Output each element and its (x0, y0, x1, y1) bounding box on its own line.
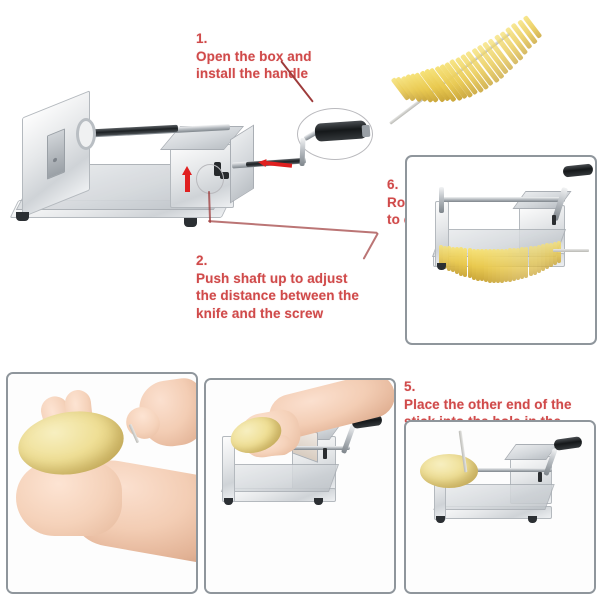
panel4-foot-left (224, 498, 233, 505)
panel6-spiral-potato (437, 235, 567, 284)
handle-callout-grip (314, 120, 368, 142)
panel-4-photo (206, 380, 394, 592)
main-machine-illustration (8, 90, 307, 250)
panel6-foot-left (437, 263, 446, 270)
step-1-number: 1. (196, 30, 208, 46)
panel5-shaft (458, 468, 552, 472)
panel-6-photo (407, 157, 595, 343)
panel4-base-floor (220, 464, 340, 492)
potato-chip (443, 245, 448, 269)
step-5-number: 5. (404, 378, 416, 394)
potato-chip (479, 248, 484, 282)
panel6-shaft (441, 197, 565, 202)
potato-chip (459, 247, 464, 276)
potato-chip (524, 246, 529, 278)
potato-chip (455, 247, 460, 274)
step-2-text: 2. Push shaft up to adjust the distance … (196, 234, 359, 323)
step-1-text: 1. Open the box and install the handle (196, 12, 312, 83)
potato-chip (548, 242, 553, 268)
panel5-knob (538, 472, 542, 482)
step-1-label: Open the box and install the handle (196, 48, 312, 82)
potato-chip (500, 248, 504, 283)
handle-callout-circle (297, 108, 373, 160)
potato-chip (512, 248, 517, 282)
potato-chip (496, 249, 500, 284)
potato-chip (557, 241, 561, 263)
panel-4 (204, 378, 396, 594)
handle-callout-stem (299, 137, 306, 167)
potato-chip (491, 249, 496, 283)
panel4-foot-right (314, 498, 323, 505)
potato-chip (520, 247, 525, 280)
panel-6 (405, 155, 597, 345)
potato-chip (483, 249, 488, 283)
panel5-foot-left (436, 516, 445, 523)
panel4-shaft (266, 446, 350, 450)
panel-3 (6, 372, 198, 594)
spiral-cut-potato-figure (389, 15, 548, 136)
potato-chip (504, 248, 509, 283)
leader-line-step-2c (362, 232, 379, 260)
potato-chip (516, 247, 521, 281)
panel4-knob (323, 448, 327, 459)
potato-chip (532, 245, 537, 275)
potato-chip (528, 246, 533, 277)
panel5-foot-right (528, 516, 537, 523)
machine-foot-left (16, 212, 29, 221)
panel-3-photo (8, 374, 196, 592)
panel5-handle-grip (553, 436, 583, 451)
potato-chip (439, 245, 443, 267)
machine-knife-slot (47, 128, 65, 180)
red-up-arrow (182, 166, 192, 192)
panel-5 (404, 420, 596, 594)
panel6-upper-bracket (439, 187, 444, 213)
machine-shaft-wheel (76, 118, 96, 150)
machine-foot-right (184, 218, 197, 227)
potato-chip (487, 249, 492, 283)
machine-adjust-knob-2 (220, 172, 229, 179)
panel5-potato (420, 454, 478, 488)
handle-callout-grip-cap (361, 124, 371, 138)
step-6-number: 6. (387, 176, 399, 192)
step-2-number: 2. (196, 252, 208, 268)
potato-chip (536, 244, 541, 273)
potato-chip (463, 247, 468, 278)
potato-chip (451, 246, 456, 273)
panel6-knob (552, 215, 556, 225)
potato-chip (552, 241, 557, 266)
panel-5-photo (406, 422, 594, 592)
potato-chip (540, 244, 545, 272)
potato-chip (471, 248, 476, 280)
panel6-handle-grip (562, 163, 594, 178)
potato-chip (475, 248, 480, 281)
shaft-adjust-knob-callout (196, 164, 224, 194)
panel6-skewer (553, 249, 589, 252)
potato-chip (447, 246, 452, 271)
potato-chip (467, 248, 472, 279)
potato-chip (508, 248, 513, 282)
potato-chip (544, 243, 549, 270)
step-2-label: Push shaft up to adjust the distance bet… (196, 270, 359, 322)
